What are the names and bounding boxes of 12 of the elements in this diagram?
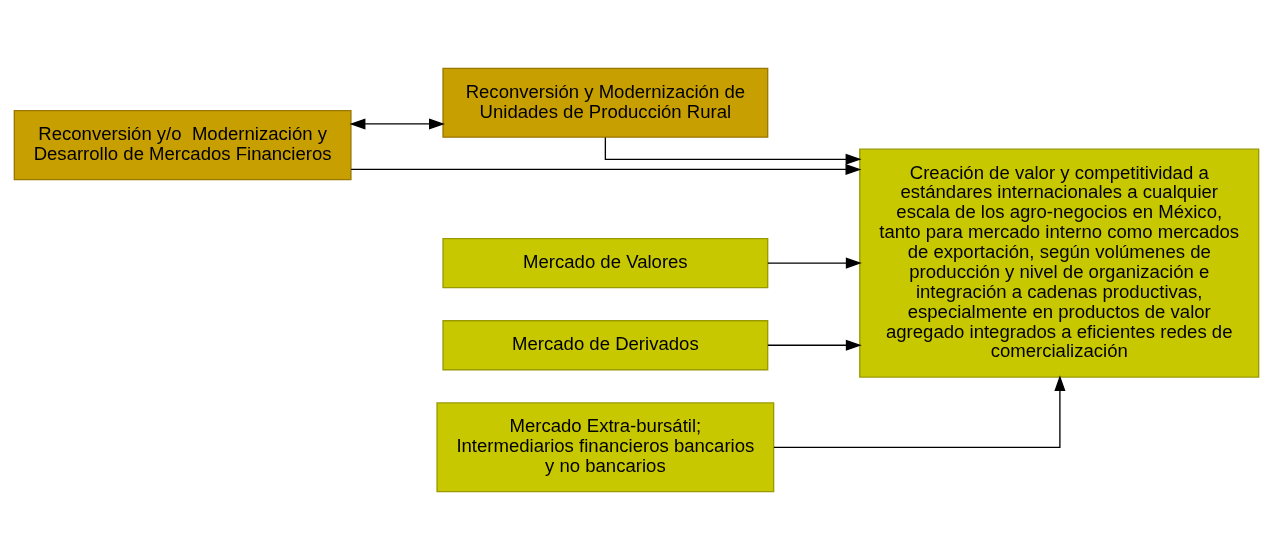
arrow [604,136,862,165]
node-box: Mercado de Derivados [442,320,769,371]
node-box: Mercado Extra-bursátil; Intermediarios financieros bancarios y no bancarios [436,402,775,493]
node-box: Reconversión y/o Modernización y Desarrollo de Mercados Financieros [13,110,352,181]
arrow [350,163,862,176]
node-box: Reconversión y Modernización de Unidades de Producción Rural [442,67,769,138]
arrow [767,257,862,269]
arrow [767,339,862,351]
node-box: Creación de valor y competitividad a estándares internacionales a cualquier escala de los agro-negocios en México, tanto para mercado interno como mercados de exportación, según volúmenes de producción y nivel de organización e integración a cadenas productivas, especialmente en productos de valor agregado integrados a eficientes redes de comercialización [859,148,1260,378]
arrow [773,375,1066,448]
arrow [349,118,445,130]
node-box: Mercado de Valores [442,237,769,289]
